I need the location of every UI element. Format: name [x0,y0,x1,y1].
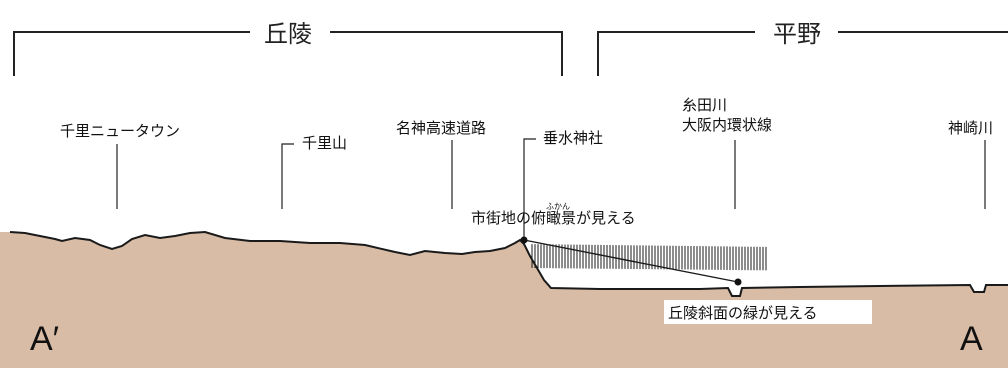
plain-bracket [597,31,1008,76]
senriyama-leader [281,143,294,209]
sightline [523,239,739,283]
viewpoint-dot [520,236,528,244]
view-top-annotation: 市街地の俯瞰景が見える [471,209,636,227]
hill-label: 丘陵 [264,20,312,48]
ground-line [9,230,1008,297]
hill-bracket [13,31,563,76]
tarumi-shrine-label: 垂水神社 [543,129,603,147]
senri-newtown-label: 千里ニュータウン [60,122,180,140]
view-bottom-bg [664,300,872,324]
view-top-prefix: 市街地の [471,209,531,227]
fukan-ruby: ふかん [546,202,570,211]
plain-label: 平野 [773,20,821,48]
view-bottom-annotation: 丘陵斜面の緑が見える [668,304,818,322]
view-top-kanji: 俯瞰 [531,209,561,227]
endpoint-left-label: A′ [30,320,59,358]
endpoint-right-label: A [960,320,983,358]
view-top-suffix: 景が見える [561,209,636,227]
senriyama-label: 千里山 [302,134,347,152]
osaka-inner-ring-label: 大阪内環状線 [682,116,772,134]
kanzaki-river-label: 神崎川 [948,119,993,137]
ground-fill [0,232,1008,368]
target-dot [734,278,742,286]
tarumi-shrine-leader [523,138,536,240]
meishin-label: 名神高速道路 [396,119,486,137]
itoda-river-label: 糸田川 [682,96,727,114]
